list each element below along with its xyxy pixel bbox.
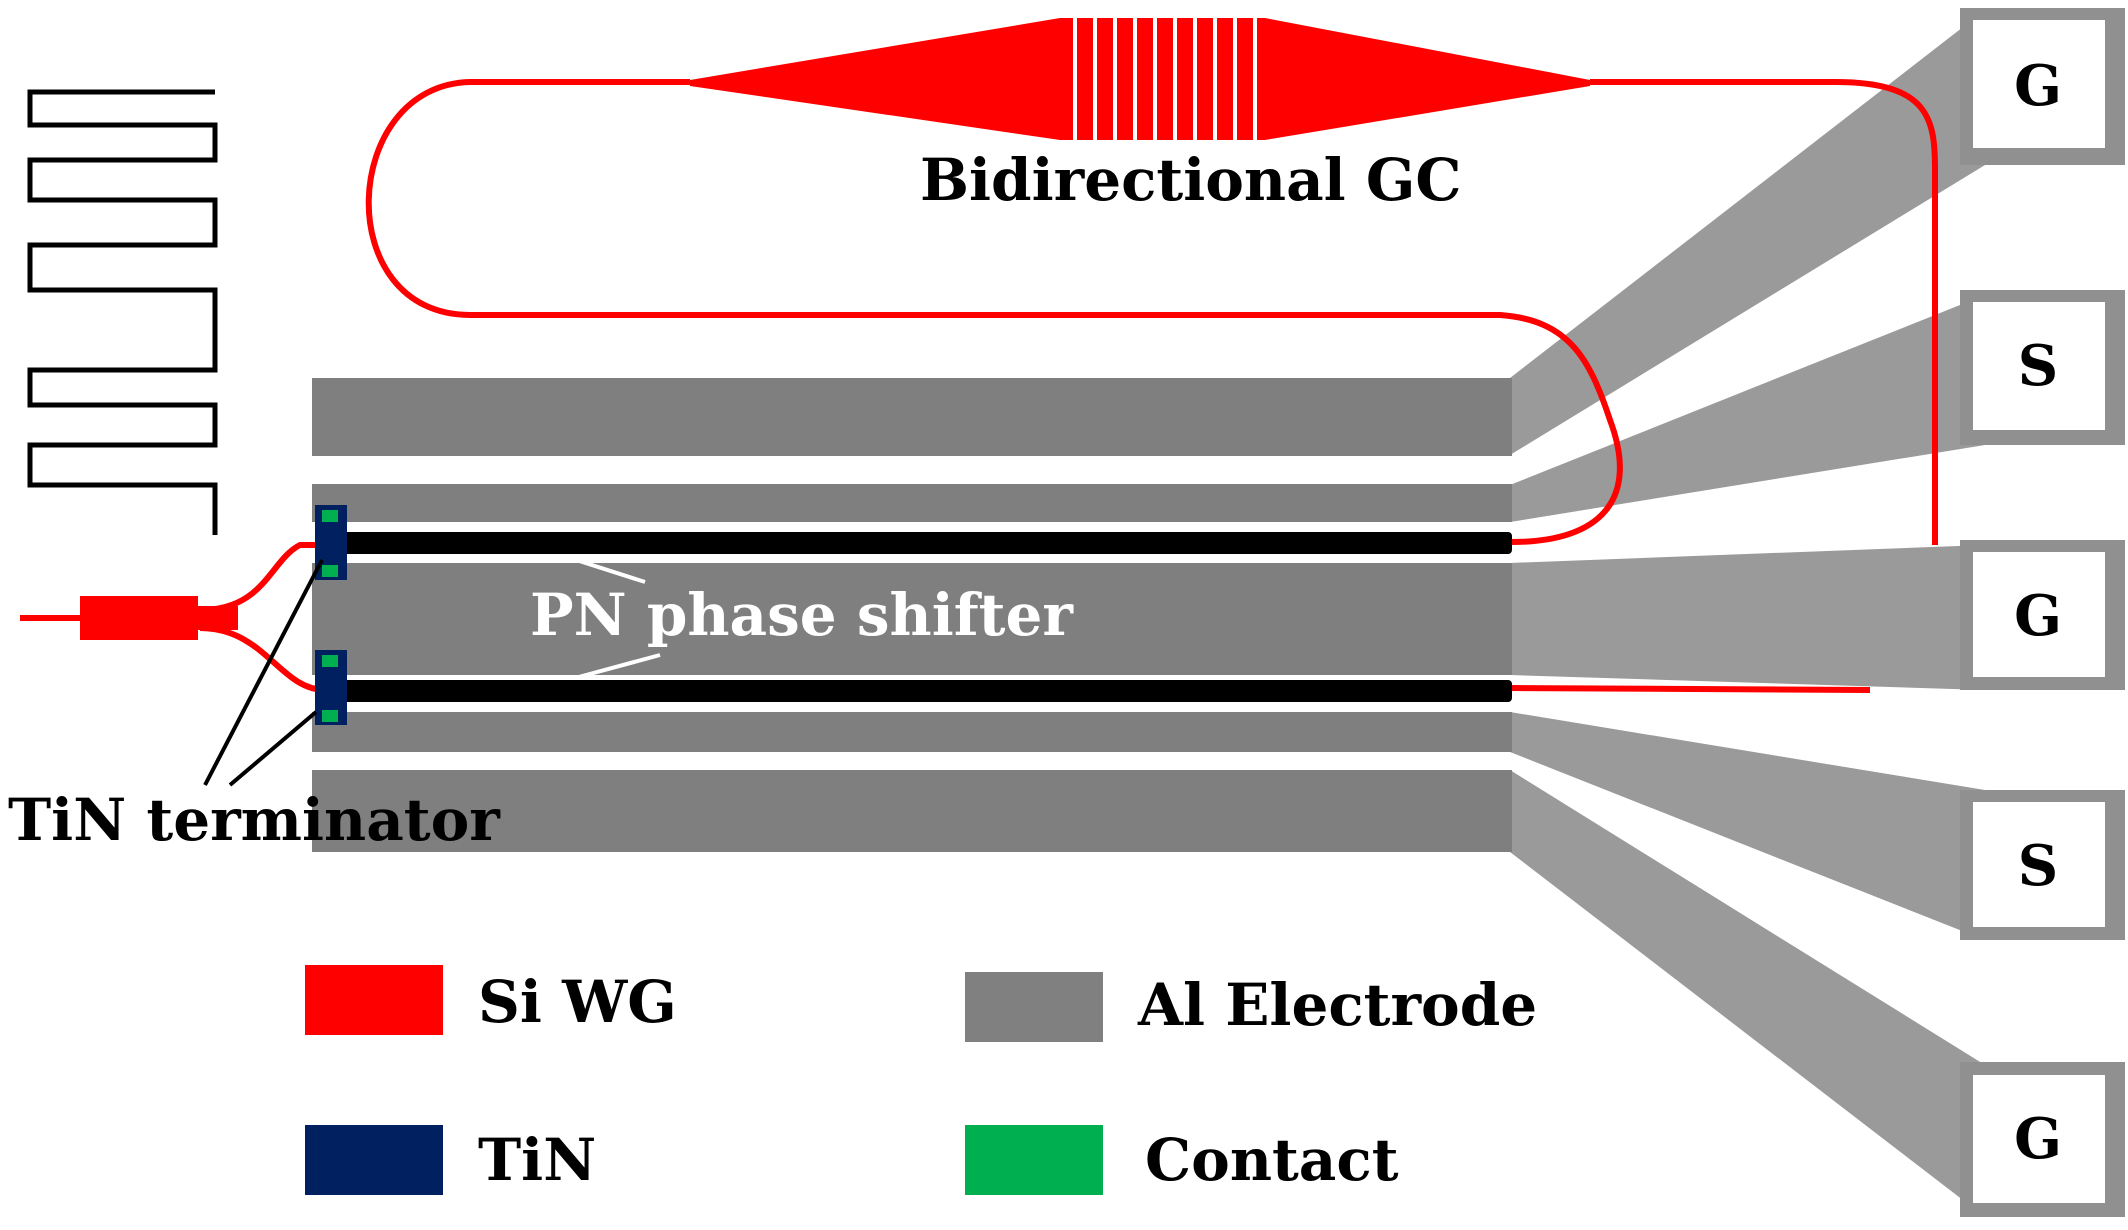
- phase-shifters: [340, 532, 1512, 702]
- legend-swatch-al-electrode: [965, 972, 1103, 1042]
- pad-window-4: [1973, 802, 2105, 927]
- fanout-g1: [1510, 10, 1985, 455]
- electrode-s-top: [312, 484, 1512, 522]
- label-pn-phase-shifter: PN phase shifter: [530, 581, 1074, 649]
- legend-swatch-tin: [305, 1125, 443, 1195]
- electrode-s-bottom: [312, 712, 1512, 752]
- pad-window-5: [1973, 1075, 2105, 1203]
- label-bidirectional-gc: Bidirectional GC: [920, 146, 1462, 214]
- electrode-g-bottom: [312, 770, 1512, 852]
- phase-shifter-bottom: [340, 680, 1512, 702]
- legend-label-si-wg: Si WG: [478, 968, 677, 1036]
- al-electrodes: [312, 378, 1512, 852]
- label-tin-terminator: TiN terminator: [8, 786, 501, 854]
- splitter-body: [80, 596, 198, 640]
- legend-label-contact: Contact: [1145, 1126, 1399, 1194]
- contact-top-1: [322, 510, 338, 522]
- electrode-g-top: [312, 378, 1512, 456]
- waveguide-gc-right: [1590, 79, 1938, 545]
- splitter-neck: [198, 606, 238, 630]
- fanout-s1: [1510, 295, 1985, 522]
- pad-label-2: S: [2018, 333, 2058, 399]
- meander-pattern: [27, 89, 218, 535]
- pad-window-3: [1973, 552, 2105, 677]
- waveguide-split-lower: [199, 625, 326, 693]
- waveguide-split-upper: [199, 542, 325, 613]
- legend-label-al-electrode: Al Electrode: [1137, 971, 1537, 1039]
- legend-swatch-contact: [965, 1125, 1103, 1195]
- pad-window-1: [1973, 20, 2105, 148]
- pad-label-3: G: [2014, 583, 2062, 649]
- annotation-arrows-white: [569, 556, 661, 680]
- fanout-g3: [1510, 770, 1985, 1217]
- pad-label-5: G: [2014, 1106, 2062, 1172]
- legend: Si WG Al Electrode TiN Contact: [305, 965, 1537, 1195]
- legend-label-tin: TiN: [478, 1126, 596, 1194]
- electrode-g-mid: [312, 563, 1512, 675]
- gc-taper-left: [690, 18, 1060, 140]
- waveguide-upper-return: [365, 79, 1623, 545]
- arrow-tin-upper: [203, 559, 324, 786]
- pad-label-4: S: [2018, 833, 2058, 899]
- annotation-arrows: [203, 559, 324, 787]
- arrow-pn-lower: [574, 653, 661, 680]
- waveguide-lower-return: [1511, 685, 1871, 693]
- fanout-s2: [1510, 712, 1985, 940]
- pads: G S G S G: [1960, 8, 2125, 1217]
- contact-bottom-1: [322, 655, 338, 667]
- phase-shifter-top: [340, 532, 1512, 554]
- gc-taper-right: [1265, 18, 1590, 140]
- contact-bottom-2: [322, 710, 338, 722]
- fanout-g2: [1510, 545, 1985, 690]
- arrow-tin-lower: [228, 710, 318, 787]
- arrow-pn-upper: [569, 556, 646, 584]
- pad-window-2: [1973, 302, 2105, 430]
- legend-swatch-si-wg: [305, 965, 443, 1035]
- pad-label-1: G: [2014, 53, 2062, 119]
- grating-coupler: [690, 18, 1590, 140]
- gc-grating-lines: [1073, 18, 1257, 140]
- electrode-fanout: [1510, 10, 1985, 1217]
- contact-top-2: [322, 565, 338, 577]
